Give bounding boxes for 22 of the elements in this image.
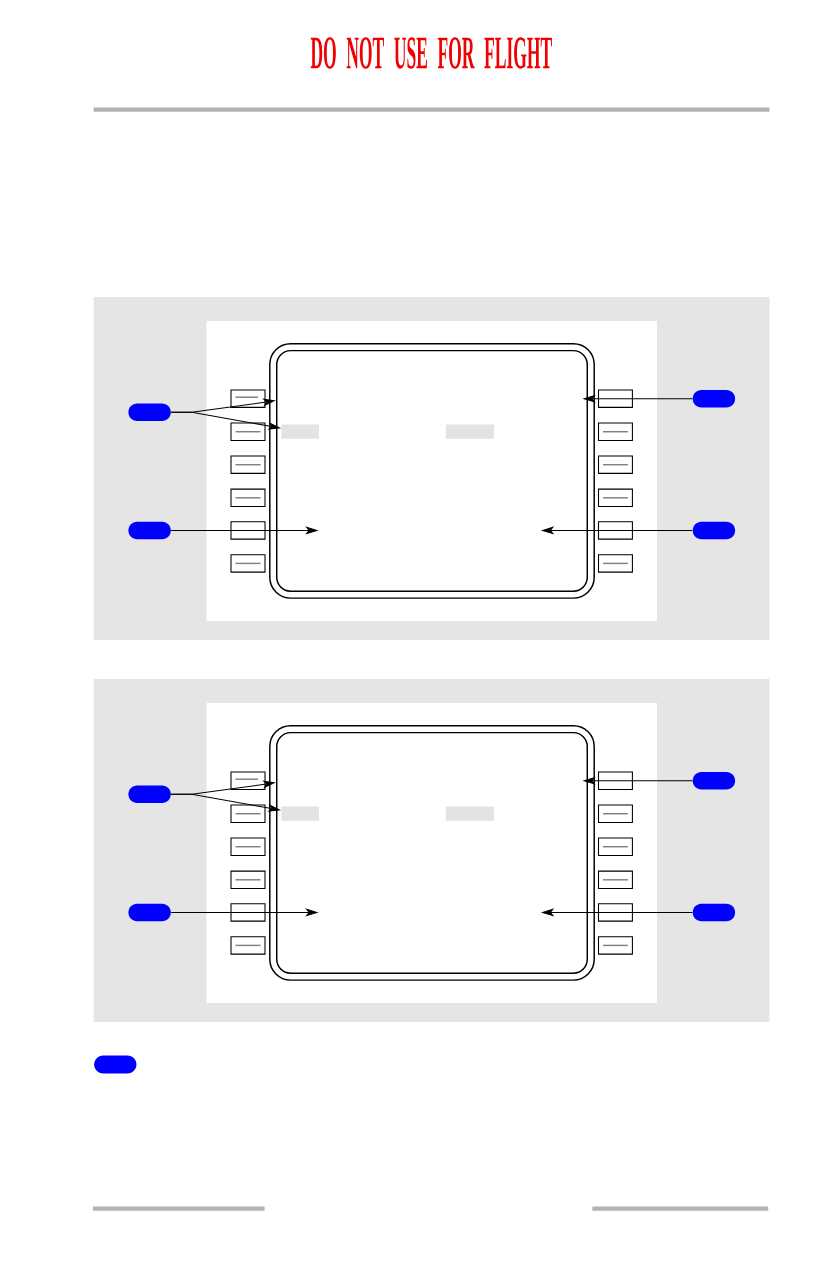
leader-arrow	[170, 526, 318, 534]
callout-marker	[692, 389, 736, 408]
display-screen	[269, 724, 595, 981]
callout-marker	[128, 403, 171, 422]
callout-marker	[128, 903, 171, 922]
leader-arrow	[170, 411, 280, 430]
warning-text: DO NOT USE FOR FLIGHT	[310, 37, 552, 69]
display-screen	[269, 342, 595, 599]
leader-arrow	[170, 793, 280, 812]
leader-arrow	[542, 908, 693, 916]
shaded-field	[281, 424, 319, 439]
leader-arrow	[583, 395, 693, 403]
shaded-field	[281, 806, 319, 821]
callout-marker	[94, 1055, 137, 1074]
callout-marker	[692, 771, 736, 790]
callout-marker	[692, 903, 736, 922]
callout-marker	[128, 521, 171, 540]
callout-marker	[692, 521, 736, 540]
leader-arrow	[542, 526, 693, 534]
callout-marker	[128, 785, 171, 804]
leader-arrow	[170, 908, 318, 916]
leader-arrow	[583, 777, 693, 785]
